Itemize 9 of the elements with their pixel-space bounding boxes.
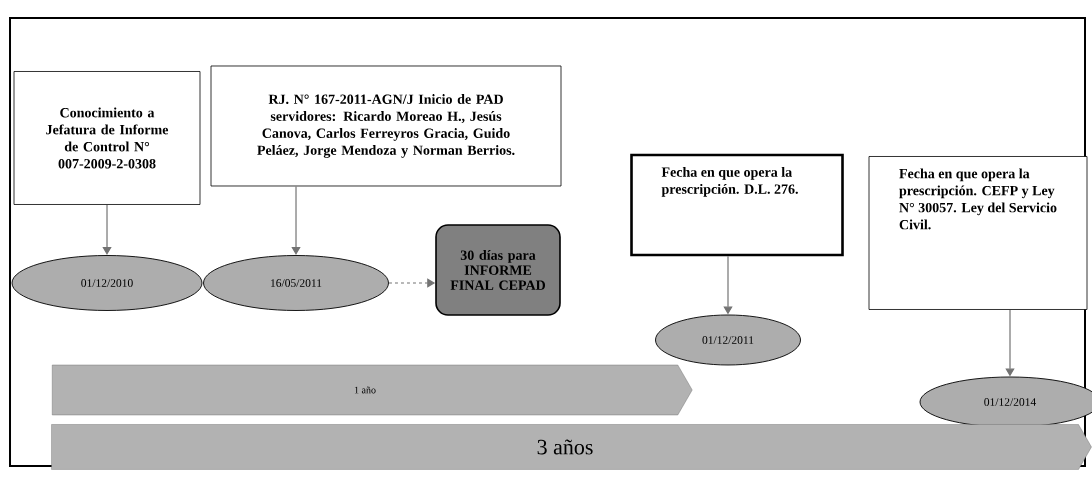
arrow	[102, 204, 112, 255]
duration-bar: 3 años	[51, 424, 1092, 470]
rounded-box: 30 días para INFORME FINAL CEPAD	[435, 224, 561, 316]
arrow	[291, 185, 301, 255]
text-box: RJ. N° 167-2011-AGN/J Inicio de PAD servidores: Ricardo Moreao H., Jesús Canova, Carlos Ferreyros Gracia, Guido Peláez, Jorge Mendoza y Norman Berrios.	[210, 65, 562, 187]
text-box: Conocimiento a Jefatura de Informe de Control N° 007-2009-2-0308	[13, 71, 201, 205]
duration-bar: 1 año	[52, 364, 693, 416]
text-box: Fecha en que opera la prescripción. D.L. 276.	[630, 153, 844, 257]
text-box: Fecha en que opera la prescripción. CEFP y Ley N° 30057. Ley del Servicio Civil.	[868, 156, 1088, 310]
